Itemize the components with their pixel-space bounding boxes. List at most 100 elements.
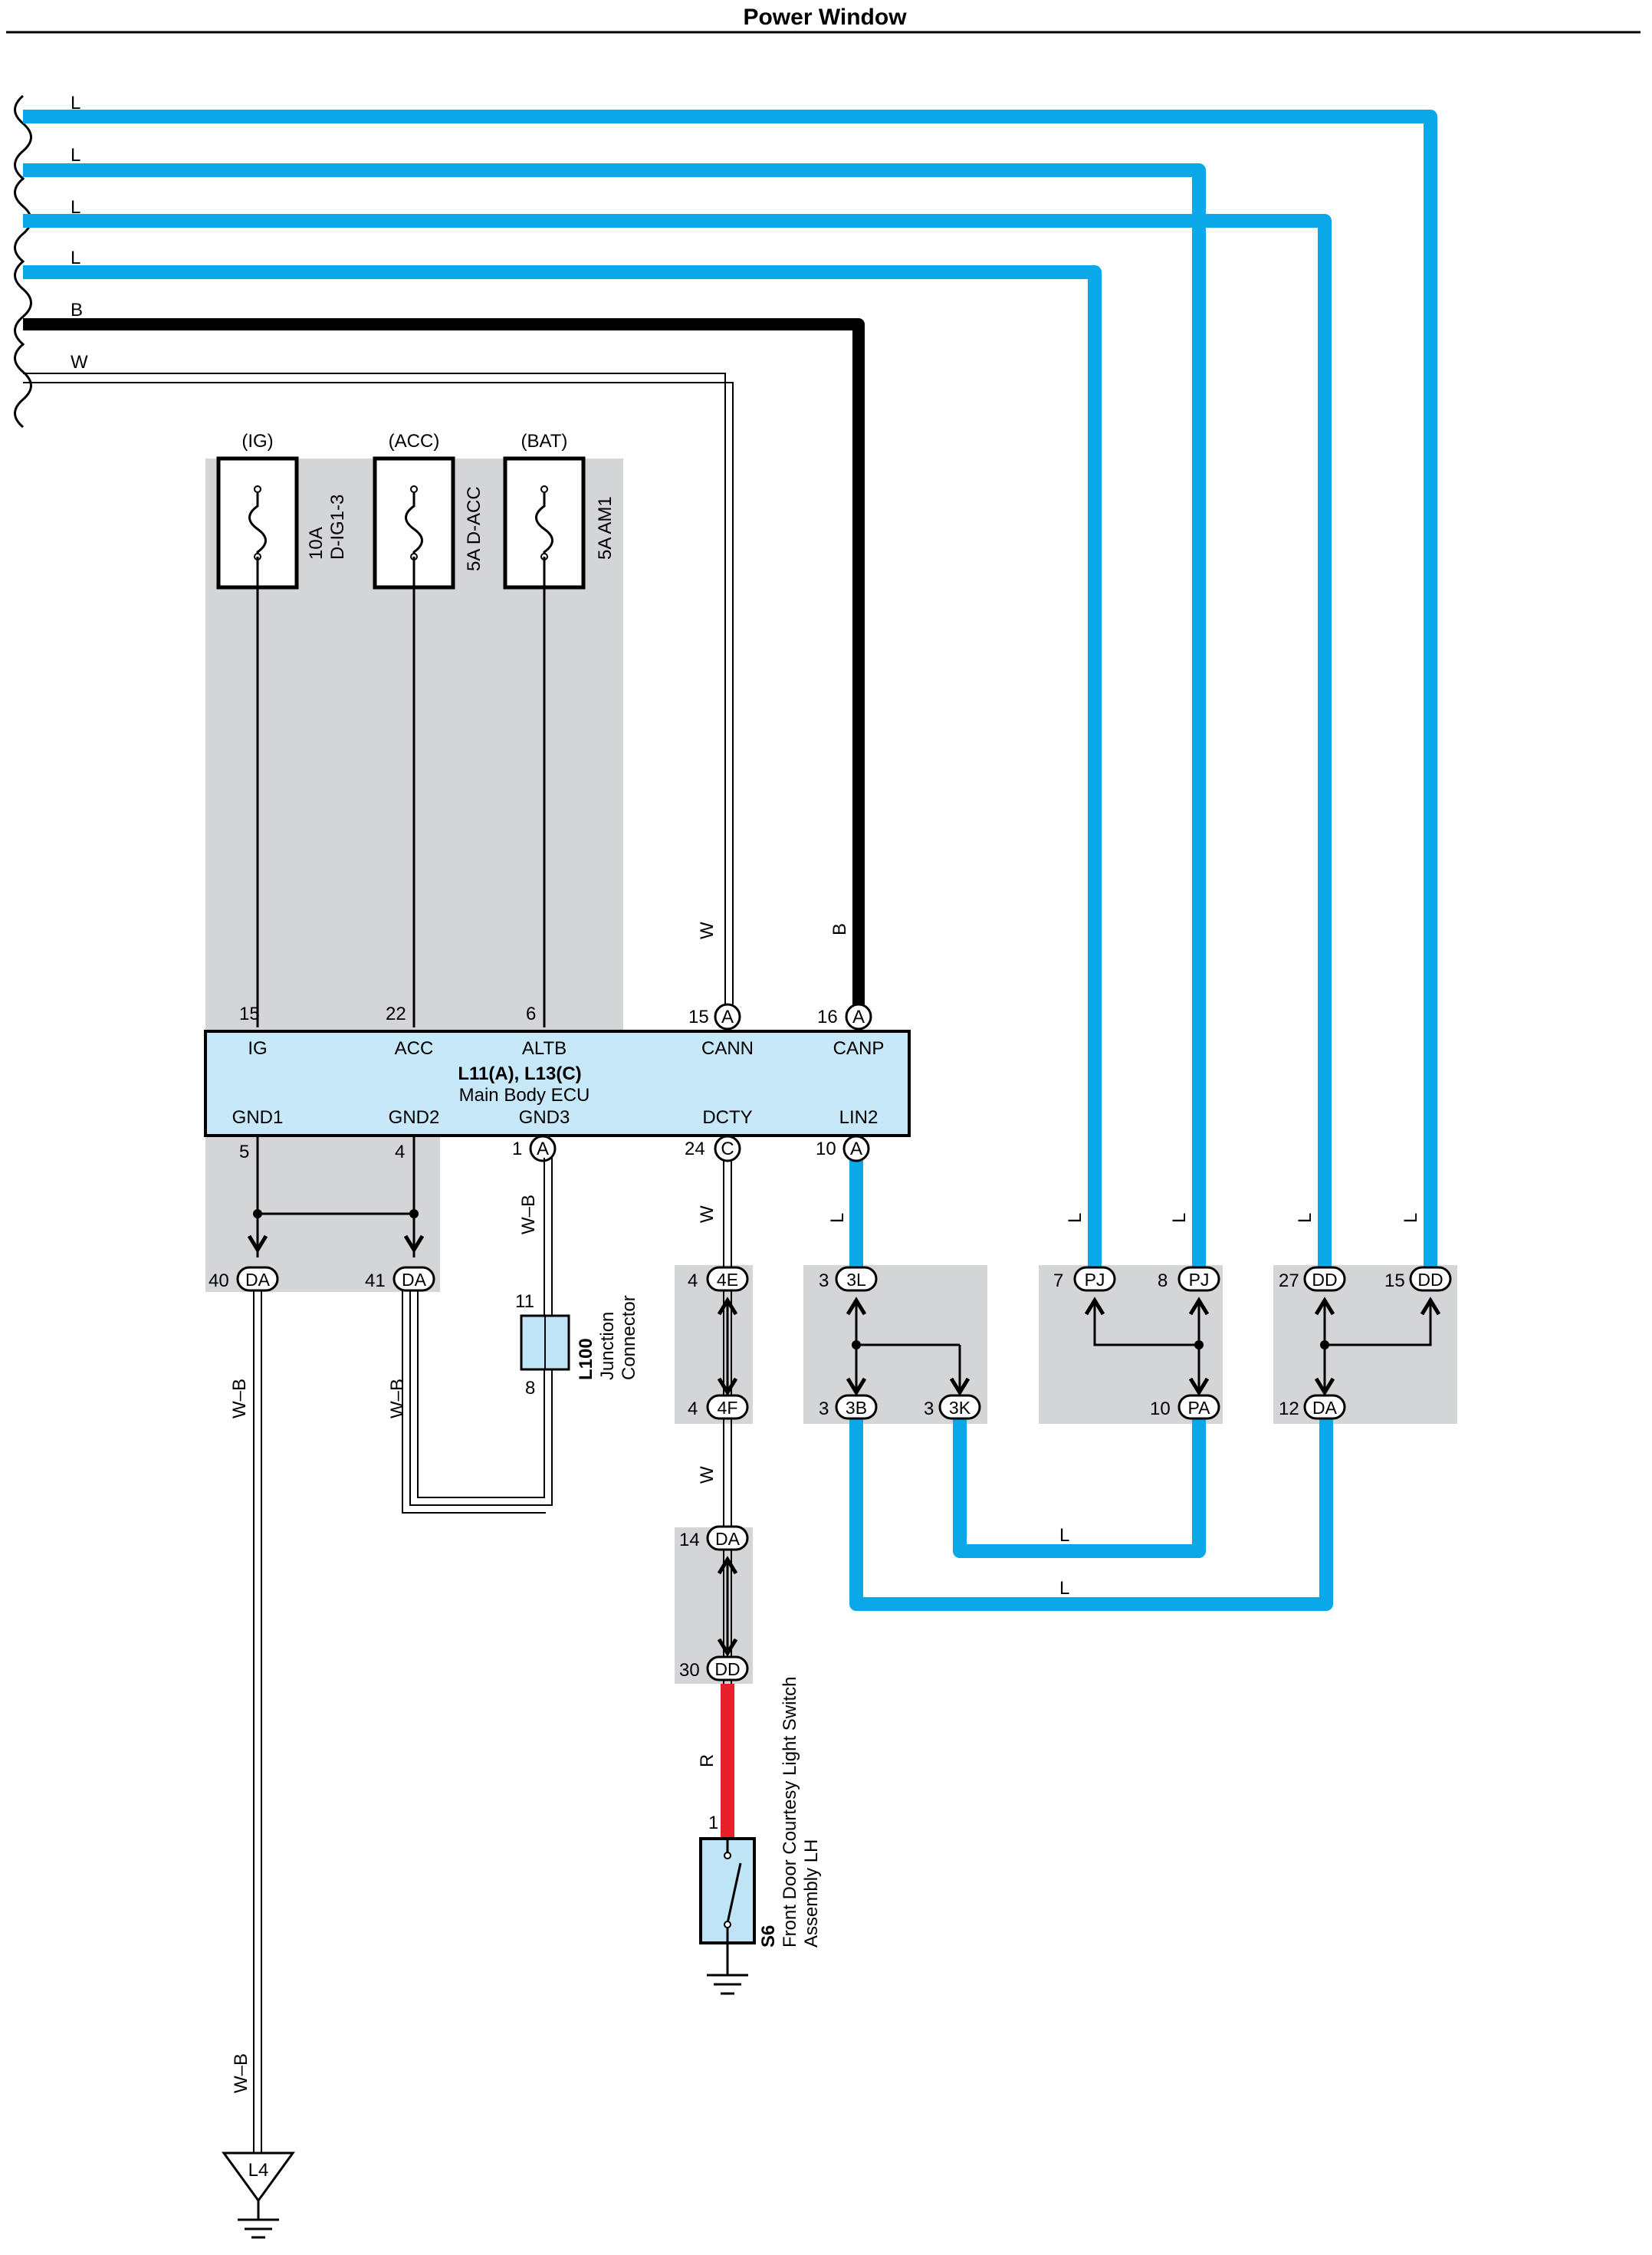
ecu-pin-cann-num: 15 bbox=[688, 1007, 709, 1027]
fuse-3-source: (BAT) bbox=[521, 431, 568, 452]
ecu-label-dcty: DCTY bbox=[702, 1107, 752, 1128]
conn-da14-dd30: 14 DA 30 DD bbox=[679, 1525, 749, 1681]
conn-pa10 bbox=[1177, 1394, 1220, 1420]
ecu-wire-labels: W B W–B W L L L L L W R L L bbox=[518, 922, 1421, 1767]
left-wire-label-3: L bbox=[71, 197, 80, 218]
svg-text:DA: DA bbox=[402, 1270, 427, 1290]
svg-text:11: 11 bbox=[515, 1291, 534, 1312]
ecu-lin2-connector bbox=[842, 1135, 870, 1162]
svg-text:L: L bbox=[827, 1213, 848, 1223]
svg-text:40: 40 bbox=[209, 1270, 229, 1291]
svg-text:12: 12 bbox=[1279, 1399, 1299, 1419]
svg-text:L: L bbox=[1059, 1578, 1069, 1599]
ecu-cann-connector bbox=[714, 1003, 741, 1031]
junction-l100: 11 8 L100 Junction Connector bbox=[515, 1291, 639, 1399]
svg-text:8: 8 bbox=[525, 1378, 535, 1399]
svg-text:A: A bbox=[721, 1007, 734, 1027]
ecu-box bbox=[204, 1030, 911, 1137]
ecu-label-gnd3: GND3 bbox=[519, 1107, 570, 1128]
conn-pj8 bbox=[1177, 1266, 1220, 1292]
ecu-pin-altb-num: 6 bbox=[526, 1004, 536, 1024]
ecu-gnd3-connector bbox=[529, 1135, 557, 1162]
ecu-canp-connector bbox=[845, 1003, 872, 1031]
splice-gnd2 bbox=[409, 1209, 419, 1218]
conn-da40 bbox=[236, 1266, 279, 1292]
ecu-label-ig: IG bbox=[248, 1038, 267, 1059]
wire-3b-loop bbox=[849, 1415, 1333, 1611]
ecu-pin-dcty-num: 24 bbox=[685, 1139, 705, 1159]
svg-text:3: 3 bbox=[819, 1270, 829, 1291]
svg-text:14: 14 bbox=[679, 1530, 700, 1550]
svg-text:W–B: W–B bbox=[231, 2053, 251, 2093]
fuse-1-rating: 10A bbox=[306, 527, 327, 560]
ecu-pin-ig-num: 15 bbox=[239, 1004, 260, 1024]
conn-dd30 bbox=[706, 1655, 749, 1681]
left-wire-label-1: L bbox=[71, 93, 80, 113]
svg-text:PJ: PJ bbox=[1085, 1270, 1105, 1290]
fuse-3-rating: 5A AM1 bbox=[595, 496, 616, 560]
svg-text:R: R bbox=[697, 1754, 718, 1767]
ecu-label-cann: CANN bbox=[701, 1038, 754, 1059]
ecu-top-pin-numbers: 15 22 6 15 16 bbox=[239, 1004, 838, 1027]
svg-text:1: 1 bbox=[708, 1813, 718, 1833]
svg-text:W: W bbox=[697, 922, 718, 939]
svg-text:41: 41 bbox=[365, 1270, 386, 1291]
conn-4e-4f: 4 4E 4 4F bbox=[688, 1266, 749, 1420]
ground-l4: L4 bbox=[222, 2151, 295, 2239]
svg-text:27: 27 bbox=[1279, 1270, 1299, 1291]
fuse-2-source: (ACC) bbox=[389, 431, 440, 452]
svg-text:L: L bbox=[1065, 1213, 1085, 1223]
wire-l4 bbox=[23, 265, 1102, 1277]
wire-l2 bbox=[23, 163, 1206, 1277]
ecu-top-connectors: A A bbox=[714, 1003, 872, 1031]
wire-l3 bbox=[23, 214, 1332, 1277]
wire-l1 bbox=[23, 110, 1437, 1277]
ecu-dcty-connector bbox=[714, 1135, 741, 1162]
fuse-2-symbol bbox=[405, 489, 423, 557]
ecu-pin-canp-num: 16 bbox=[817, 1007, 838, 1027]
svg-text:Connector: Connector bbox=[619, 1295, 639, 1380]
svg-text:3B: 3B bbox=[846, 1398, 867, 1418]
fuse-1-symbol bbox=[248, 489, 267, 557]
ecu-pin-acc-num: 22 bbox=[386, 1004, 406, 1024]
svg-text:4: 4 bbox=[688, 1399, 698, 1419]
conn-4e bbox=[706, 1266, 749, 1292]
svg-text:Front Door Courtesy Light Swit: Front Door Courtesy Light Switch bbox=[780, 1677, 800, 1948]
conn-3k bbox=[938, 1394, 981, 1420]
switch-s6: 1 S6 Front Door Courtesy Light Switch As… bbox=[699, 1677, 822, 1995]
wire-cann-white bbox=[23, 373, 734, 1004]
svg-text:L: L bbox=[1169, 1213, 1190, 1223]
svg-text:DD: DD bbox=[1417, 1270, 1443, 1290]
conn-3l bbox=[835, 1266, 878, 1292]
ecu-label-acc: ACC bbox=[395, 1038, 434, 1059]
svg-text:Junction: Junction bbox=[597, 1312, 618, 1380]
ecu-label-gnd1: GND1 bbox=[232, 1107, 284, 1128]
svg-text:PJ: PJ bbox=[1189, 1270, 1210, 1290]
svg-text:DA: DA bbox=[1312, 1398, 1338, 1418]
svg-text:S6: S6 bbox=[758, 1925, 779, 1948]
svg-text:3: 3 bbox=[924, 1399, 934, 1419]
svg-text:10: 10 bbox=[1150, 1399, 1171, 1419]
svg-text:A: A bbox=[537, 1139, 549, 1159]
svg-text:W–B: W–B bbox=[229, 1379, 250, 1418]
conn-da14 bbox=[706, 1525, 749, 1551]
wire-wb-ground-left bbox=[253, 1290, 262, 2155]
svg-text:B: B bbox=[829, 923, 850, 935]
svg-text:8: 8 bbox=[1158, 1270, 1168, 1291]
conn-dd15 bbox=[1409, 1266, 1452, 1292]
wire-break-marks bbox=[14, 94, 32, 429]
ecu-label-altb: ALTB bbox=[522, 1038, 567, 1059]
svg-text:W–B: W–B bbox=[518, 1195, 539, 1234]
fuse-3-symbol bbox=[535, 489, 553, 557]
svg-text:W: W bbox=[697, 1205, 718, 1223]
svg-text:L: L bbox=[1401, 1213, 1421, 1223]
ecu-label-canp: CANP bbox=[833, 1038, 885, 1059]
svg-text:15: 15 bbox=[1384, 1270, 1405, 1291]
fuse-1-source: (IG) bbox=[241, 431, 273, 452]
splice-gnd1 bbox=[253, 1209, 262, 1218]
svg-text:W–B: W–B bbox=[387, 1379, 408, 1418]
conn-dd27 bbox=[1303, 1266, 1346, 1292]
ground-splice-wires bbox=[256, 1136, 415, 1257]
fuse-2-rating: 5A D-ACC bbox=[464, 486, 484, 571]
